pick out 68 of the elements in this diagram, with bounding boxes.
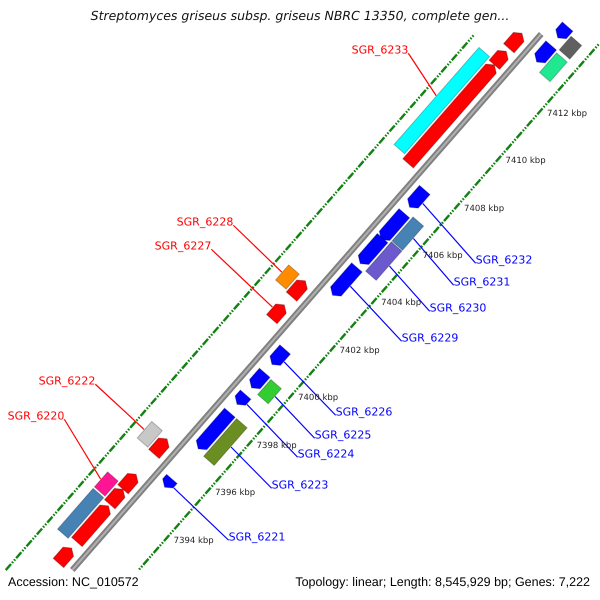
gene-label: SGR_6228 — [176, 216, 234, 228]
gene-label: SGR_6221 — [228, 530, 286, 544]
title: Streptomyces griseus subsp. griseus NBRC 13350, complete gen... — [90, 8, 510, 23]
leader-line — [232, 224, 282, 273]
gene-label: SGR_6230 — [430, 302, 486, 314]
gene-label: SGR_6225 — [314, 428, 372, 442]
leader-line — [408, 52, 437, 96]
gene-block — [286, 279, 308, 302]
scale-label: 7412 kbp — [547, 108, 588, 119]
gene-block — [162, 474, 178, 489]
gene-block — [249, 368, 271, 390]
gene-block — [534, 40, 558, 64]
gene-block — [116, 472, 139, 495]
scale-label: 7402 kbp — [340, 346, 380, 356]
leader-line — [210, 248, 273, 308]
gene-block — [52, 546, 74, 568]
gene-label: SGR_6224 — [298, 448, 354, 460]
leader-line — [94, 384, 145, 430]
gene-bar — [202, 418, 248, 466]
gene-block — [358, 232, 389, 266]
gene-block — [70, 504, 111, 548]
scale-label: 7408 kbp — [464, 204, 504, 214]
scale-label: 7410 kbp — [506, 156, 546, 166]
gene-label: SGR_6232 — [476, 254, 532, 266]
gene-label: SGR_6227 — [154, 240, 212, 252]
gene-block — [407, 184, 431, 209]
leader-line — [350, 286, 402, 342]
leader-line — [230, 446, 272, 489]
gene-bar — [136, 420, 163, 448]
gene-bar — [538, 52, 568, 82]
gene-block — [555, 21, 574, 40]
gene-block — [502, 32, 525, 54]
gene-label: SGR_6222 — [38, 374, 96, 388]
scale-label: 7396 kbp — [215, 488, 256, 498]
scale-label: 7400 kbp — [298, 393, 338, 404]
gene-bar — [391, 216, 424, 251]
accession-text: Accession: NC_010572 — [8, 575, 139, 589]
gene-label: SGR_6233 — [352, 44, 408, 56]
gene-label: SGR_6229 — [402, 332, 458, 344]
leader-line — [173, 488, 230, 541]
gene-bar — [94, 471, 119, 497]
scale-label: 7404 kbp — [381, 298, 422, 308]
gene-label: SGR_6231 — [454, 276, 510, 288]
gene-label: SGR_6226 — [336, 406, 392, 418]
gene-block — [330, 262, 363, 297]
gene-block — [378, 208, 410, 241]
gene-block — [266, 304, 287, 324]
gene-block — [269, 344, 292, 366]
gene-block — [196, 407, 236, 450]
gene-bar — [274, 264, 300, 290]
gene-bar — [364, 241, 403, 282]
gene-label: SGR_6220 — [8, 410, 64, 422]
gene-label: SGR_6223 — [272, 478, 328, 492]
leader-line — [422, 203, 476, 264]
gene-bar — [558, 36, 582, 60]
gene-block — [234, 389, 252, 406]
leader-line — [246, 404, 298, 458]
genome-info-text: Topology: linear; Length: 8,545,929 bp; Genes: 7,222 — [295, 575, 590, 589]
leader-line — [412, 238, 454, 286]
leader-line — [64, 418, 102, 480]
scale-label: 7394 kbp — [174, 536, 214, 546]
gene-block — [402, 63, 497, 169]
gene-bar — [256, 378, 282, 404]
leader-line — [388, 266, 430, 312]
gene-block — [148, 437, 170, 460]
gene-block — [488, 50, 509, 70]
gene-bar — [56, 488, 104, 539]
leader-line — [284, 362, 336, 416]
